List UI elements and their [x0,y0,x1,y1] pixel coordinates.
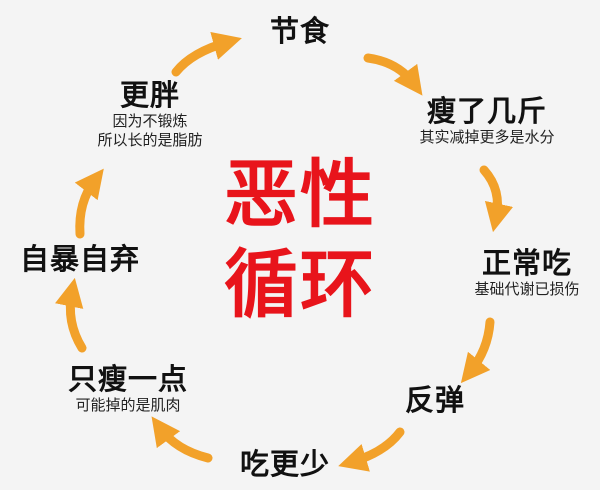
arrow-1 [363,53,423,96]
arrow-6 [55,277,87,353]
center-line-2: 循环 [224,242,376,328]
node-zhengchangchi: 正常吃 基础代谢已损伤 [462,246,592,299]
node-zhishouyidian: 只瘦一点 可能掉的是肌肉 [58,362,198,415]
node-title: 正常吃 [481,246,572,280]
node-title: 只瘦一点 [67,362,188,396]
node-subtitle: 可能掉的是肌肉 [75,396,181,414]
arrow-7 [74,168,104,239]
node-title: 瘦了几斤 [426,94,547,128]
node-title: 反弹 [404,383,465,417]
node-chigengshao: 吃更少 [230,447,340,481]
node-title: 自暴自弃 [19,242,140,276]
node-shouleji: 瘦了几斤 其实减掉更多是水分 [402,94,572,147]
node-zibaoziqi: 自暴自弃 [10,242,150,276]
node-subtitle-1: 因为不锻炼 [112,112,188,130]
node-fantan: 反弹 [395,383,475,417]
arrow-3 [460,317,495,384]
center-line-1: 恶性 [224,152,376,238]
arrow-5 [151,416,213,463]
node-gengpang: 更胖 因为不锻炼 所以长的是脂肪 [75,78,225,150]
center-title: 恶性 循环 [205,150,395,330]
arrow-4 [338,427,405,472]
node-jieshi: 节食 [255,14,345,48]
node-title: 吃更少 [239,447,330,481]
node-title: 更胖 [119,78,180,112]
node-subtitle: 基础代谢已损伤 [474,280,580,298]
node-subtitle-2: 所以长的是脂肪 [97,131,203,149]
node-subtitle: 其实减掉更多是水分 [419,128,555,146]
node-title: 节食 [269,14,330,48]
arrow-2 [479,165,514,233]
arrow-8 [171,31,242,77]
